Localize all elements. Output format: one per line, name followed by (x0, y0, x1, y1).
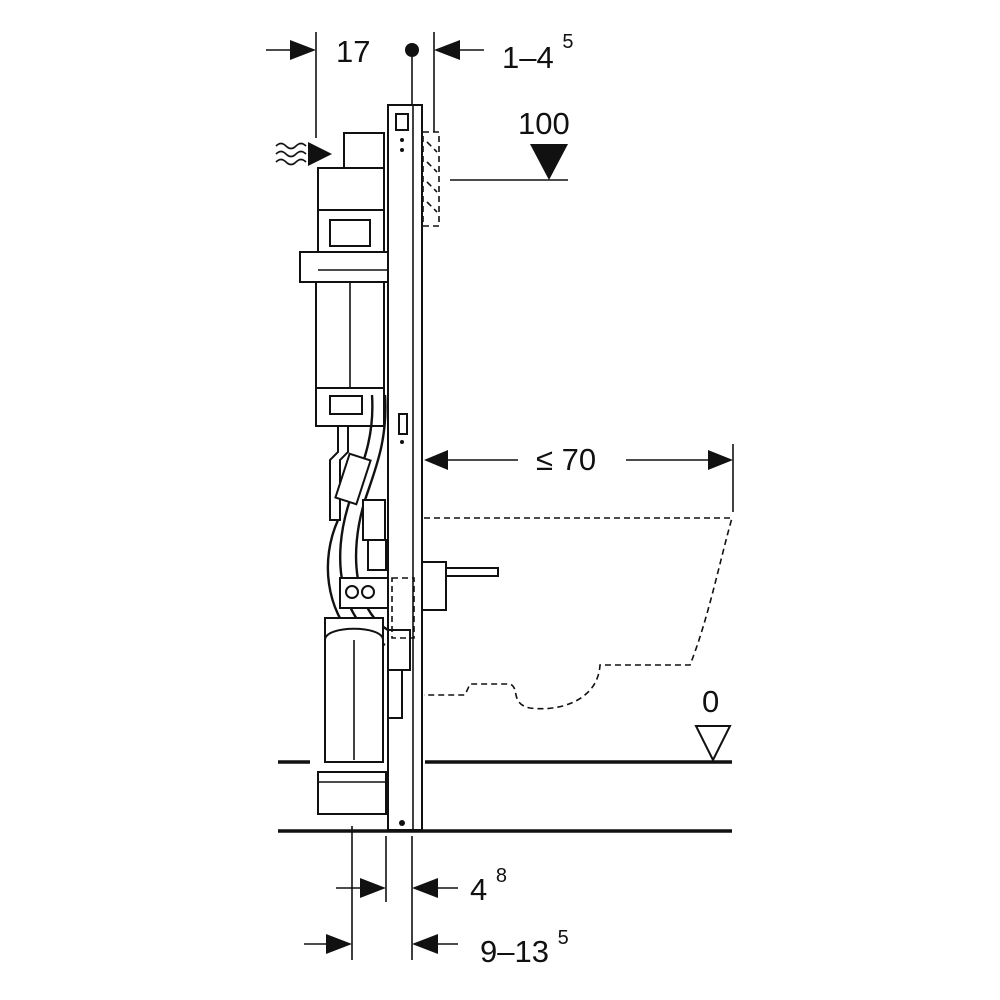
dimension-bowl-projection: ≤ 70 (424, 442, 734, 512)
dimension-70-label: ≤ 70 (536, 442, 596, 477)
height-marker-filled-icon (530, 144, 568, 180)
dimension-actuator-height: 100 (450, 106, 570, 181)
dimension-drain-offset-label: 9–13 (480, 934, 549, 969)
mounting-frame (387, 104, 423, 831)
dimension-17-label: 17 (336, 34, 370, 69)
dimension-wall-gap: 1–4 5 (405, 31, 573, 132)
dimension-drain-offset: 9–13 5 (304, 826, 569, 969)
wall-bolt (391, 561, 499, 639)
height-marker-outline-icon (694, 725, 732, 763)
floor-lines (278, 760, 732, 833)
dimension-frame-offset: 4 8 (336, 836, 507, 960)
cistern (299, 132, 389, 427)
dimension-drain-offset-superscript: 5 (558, 927, 569, 949)
water-inlet-icon (275, 142, 332, 166)
dimension-wall-gap-label: 1–4 (502, 40, 554, 75)
floor-level-label: 0 (702, 684, 719, 719)
dimension-wall-gap-superscript: 5 (562, 31, 573, 53)
svg-text:4 8: 4 8 (470, 865, 507, 907)
dimension-offset-top: 17 (266, 32, 370, 138)
wall-hung-toilet (424, 517, 734, 710)
dimension-frame-offset-label: 4 (470, 872, 487, 907)
drain-connection (317, 577, 411, 815)
svg-text:9–13 5: 9–13 5 (480, 927, 569, 969)
dimension-100-label: 100 (518, 106, 570, 141)
floor-level-marker: 0 (694, 684, 732, 763)
dimension-frame-offset-superscript: 8 (496, 865, 507, 887)
svg-text:1–4 5: 1–4 5 (502, 31, 573, 75)
actuator-plate (422, 131, 440, 227)
